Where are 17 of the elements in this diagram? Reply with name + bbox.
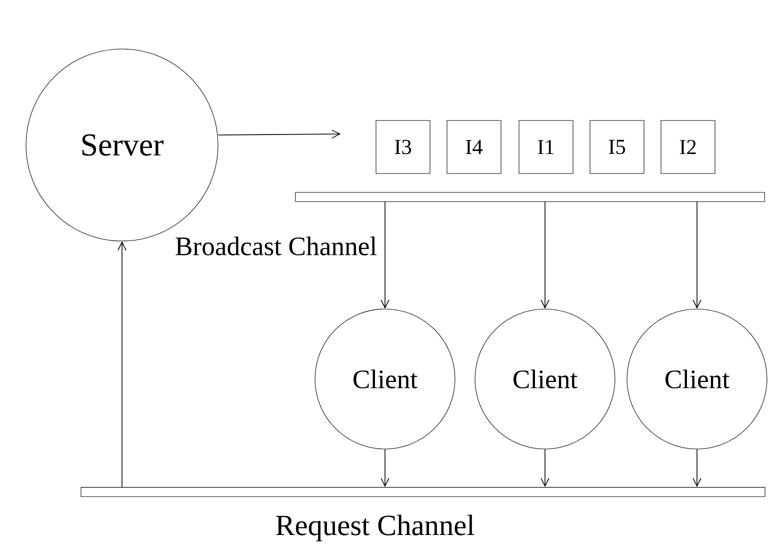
circle-node: Client [314,308,456,450]
item-box: I5 [590,120,644,174]
arrow [118,241,126,488]
circle-node: Client [474,308,616,450]
arrow [380,448,390,488]
item-box: I1 [518,120,574,174]
channel-label: Request Channel [276,514,474,542]
item-box: I2 [660,120,716,174]
arrow [692,202,702,309]
arrow [380,202,390,309]
item-box: I4 [446,120,502,174]
arrow [692,448,702,488]
arrow [218,130,341,138]
arrow [540,448,550,488]
circle-node: Client [626,308,768,450]
arrow [540,202,550,309]
item-box: I3 [376,120,430,174]
